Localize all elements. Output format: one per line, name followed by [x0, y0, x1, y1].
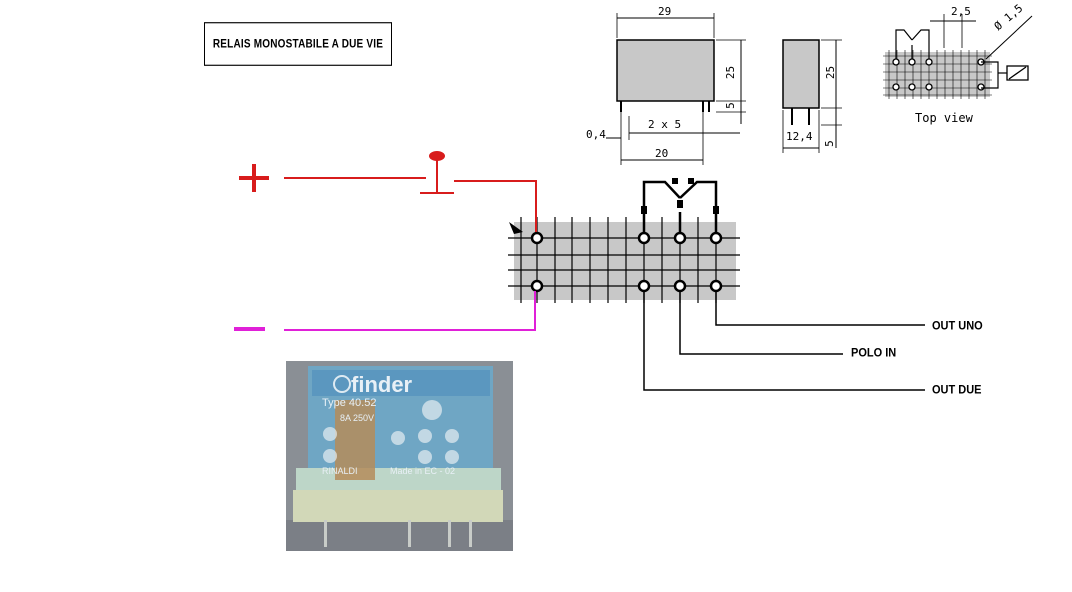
- relay-photo: [286, 361, 513, 551]
- side-view-drawing: [782, 39, 842, 153]
- label-out-uno: OUT UNO: [932, 319, 983, 333]
- negative-supply: [234, 291, 536, 331]
- photo-brand: finder: [351, 372, 413, 397]
- dim-width: 29: [658, 5, 672, 18]
- photo-type: Type 40.52: [322, 397, 377, 409]
- dim-side-pin: 5: [822, 140, 836, 147]
- dim-base-span: 20: [655, 147, 669, 160]
- top-view-caption: Top view: [915, 111, 973, 125]
- dim-depth: 12,4: [786, 130, 813, 143]
- pinout-grid: [508, 178, 740, 303]
- front-view-drawing: [606, 13, 746, 165]
- dim-pin-length: 5: [723, 102, 737, 109]
- photo-maker: RINALDI: [322, 466, 358, 476]
- dim-pin-spacing: 2 x 5: [648, 118, 682, 131]
- label-polo-in: POLO IN: [851, 346, 897, 360]
- dim-pin-thickness: 0,4: [586, 128, 606, 141]
- label-out-due: OUT DUE: [932, 383, 982, 397]
- positive-supply: [239, 151, 537, 232]
- dim-grid-pitch: 2,5: [951, 5, 971, 18]
- photo-rating: 8A 250V: [340, 413, 375, 423]
- dim-height: 25: [724, 65, 738, 80]
- diagram-title: RELAIS MONOSTABILE A DUE VIE: [204, 22, 392, 66]
- photo-origin: Made in EC - 02: [390, 466, 456, 476]
- dim-side-height: 25: [824, 65, 838, 80]
- top-view-grid: [883, 14, 1033, 99]
- output-wires: [643, 291, 925, 391]
